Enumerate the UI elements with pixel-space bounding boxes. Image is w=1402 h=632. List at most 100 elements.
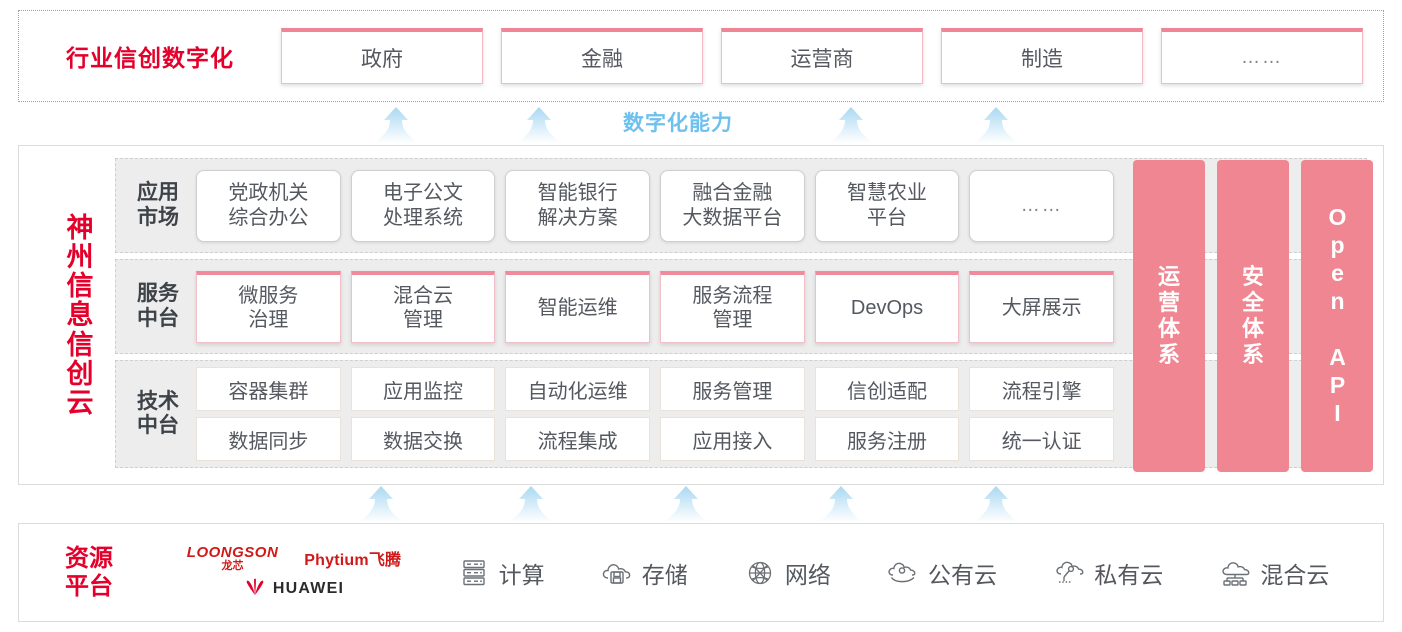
- capability-arrow-gap: 数字化能力: [18, 103, 1384, 143]
- card-line: 解决方案: [537, 206, 618, 229]
- card-line: 大数据平台: [682, 206, 783, 229]
- cloud-title-char: 云: [66, 387, 94, 418]
- card-line: 融合金融: [692, 182, 773, 205]
- private-cloud-icon: [1052, 556, 1086, 590]
- svc-card-large-screen-display[interactable]: 大屏展示: [969, 270, 1115, 343]
- pillar-label-open-api: Open API: [1324, 204, 1351, 428]
- huawei-flower-icon: [244, 578, 266, 601]
- pillar-open-api[interactable]: Open API: [1301, 160, 1373, 472]
- pillar-char: 全: [1241, 290, 1264, 316]
- resource-platform-title: 资源 平台: [19, 545, 159, 600]
- loongson-logo-text: LOONGSON: [186, 543, 279, 561]
- industry-card-government[interactable]: 政府: [281, 28, 483, 84]
- app-card-party-gov-office[interactable]: 党政机关综合办公: [196, 169, 341, 242]
- tech-card-service-registry[interactable]: 服务注册: [814, 417, 960, 461]
- tech-card-process-engine[interactable]: 流程引擎: [969, 367, 1115, 411]
- technical-platform-card-grid: 容器集群 应用监控 自动化运维 服务管理 信创适配 流程引擎 数据同步 数据交换…: [196, 361, 1366, 467]
- app-card-smart-agriculture-platform[interactable]: 智慧农业平台: [814, 169, 960, 242]
- tech-card-service-management[interactable]: 服务管理: [660, 367, 805, 411]
- vendor-logo-row-1: LOONGSON 龙芯 Phytium飞腾: [187, 545, 401, 572]
- resource-item-storage[interactable]: 存储: [600, 556, 688, 590]
- resource-item-private-cloud[interactable]: 私有云: [1052, 556, 1163, 590]
- card-line: 微服务: [238, 284, 299, 307]
- huawei-logo-text: HUAWEI: [272, 580, 345, 597]
- industry-card-finance[interactable]: 金融: [501, 28, 703, 84]
- svc-card-service-process-management[interactable]: 服务流程管理: [660, 270, 805, 343]
- resource-item-compute[interactable]: 计算: [457, 556, 545, 590]
- up-arrow-icon: [516, 107, 562, 143]
- up-arrow-icon: [358, 486, 404, 522]
- card-line: 管理: [712, 309, 753, 331]
- svc-card-microservice-governance[interactable]: 微服务治理: [196, 270, 341, 343]
- industry-card-more[interactable]: ……: [1161, 28, 1363, 84]
- tech-card-automated-ops[interactable]: 自动化运维: [505, 367, 651, 411]
- cloud-title-char: 息: [66, 300, 94, 331]
- resource-arrow-gap: [18, 486, 1384, 522]
- tech-card-data-sync[interactable]: 数据同步: [196, 417, 341, 461]
- pillar-char: 系: [1241, 341, 1264, 367]
- cloud-title-char: 神: [66, 212, 94, 243]
- app-card-more[interactable]: ……: [969, 169, 1115, 242]
- resource-item-network[interactable]: 网络: [743, 556, 831, 590]
- resource-item-label: 存储: [641, 561, 688, 588]
- pillar-label-operations: 运 营 体 系: [1158, 264, 1180, 368]
- resource-platform-panel: 资源 平台 LOONGSON 龙芯 Phytium飞腾 HUAWEI: [18, 523, 1384, 622]
- up-arrow-icon: [818, 486, 864, 522]
- technical-platform-row-1: 容器集群 应用监控 自动化运维 服务管理 信创适配 流程引擎: [196, 367, 1115, 411]
- industry-card-list: 政府 金融 运营商 制造 ……: [281, 28, 1383, 84]
- resource-title-line: 平台: [65, 572, 113, 600]
- pillar-char: 体: [1157, 316, 1180, 341]
- svc-card-intelligent-ops[interactable]: 智能运维: [505, 270, 651, 343]
- tech-card-app-monitoring[interactable]: 应用监控: [350, 367, 496, 411]
- app-card-smart-bank-solution[interactable]: 智能银行解决方案: [505, 169, 651, 242]
- card-line: 平台: [867, 206, 908, 229]
- vendor-logo-list: LOONGSON 龙芯 Phytium飞腾 HUAWEI: [159, 545, 429, 601]
- card-line: 治理: [248, 309, 289, 331]
- layer-label-technical-platform: 技术 中台: [120, 390, 196, 438]
- svc-card-devops[interactable]: DevOps: [814, 270, 960, 343]
- up-arrow-icon: [663, 486, 709, 522]
- tech-card-app-access[interactable]: 应用接入: [660, 417, 805, 461]
- layer-label-line: 市场: [137, 205, 179, 229]
- up-arrow-icon: [973, 107, 1019, 143]
- resource-item-label: 混合云: [1260, 561, 1330, 588]
- vendor-logo-row-2: HUAWEI: [244, 578, 344, 601]
- card-line: 电子公文: [383, 182, 463, 205]
- resource-item-hybrid-cloud[interactable]: 混合云: [1218, 556, 1329, 590]
- pillar-operations-system[interactable]: 运 营 体 系: [1133, 160, 1205, 472]
- app-card-finance-bigdata-platform[interactable]: 融合金融大数据平台: [660, 169, 805, 242]
- cloud-title-char: 信: [66, 271, 94, 302]
- pillar-char: 安: [1241, 264, 1264, 290]
- card-line: 管理: [403, 309, 443, 331]
- cloud-title-char: 创: [66, 358, 94, 389]
- phytium-logo: Phytium飞腾: [304, 552, 402, 569]
- layer-label-line: 中台: [137, 306, 179, 330]
- tech-card-unified-auth[interactable]: 统一认证: [969, 417, 1115, 461]
- industry-card-telecom[interactable]: 运营商: [721, 28, 923, 84]
- resource-item-label: 私有云: [1094, 561, 1164, 588]
- resource-item-public-cloud[interactable]: 公有云: [886, 556, 997, 590]
- pillar-security-system[interactable]: 安 全 体 系: [1217, 160, 1289, 472]
- public-cloud-icon: [886, 556, 920, 590]
- tech-card-container-cluster[interactable]: 容器集群: [196, 367, 341, 411]
- loongson-logo-cn: 龙芯: [221, 559, 244, 572]
- cloud-pillar-list: 运 营 体 系 安 全 体 系 Open API: [1133, 160, 1373, 472]
- resource-title-line: 资源: [65, 544, 113, 572]
- tech-card-xinchuang-adaptation[interactable]: 信创适配: [814, 367, 960, 411]
- svc-card-hybrid-cloud-management[interactable]: 混合云管理: [350, 270, 496, 343]
- app-market-card-list: 党政机关综合办公 电子公文处理系统 智能银行解决方案 融合金融大数据平台 智慧农…: [196, 159, 1366, 252]
- up-arrow-icon: [373, 107, 419, 143]
- card-line: 智能银行: [537, 182, 618, 205]
- tech-card-process-integration[interactable]: 流程集成: [505, 417, 651, 461]
- card-line: 处理系统: [383, 206, 463, 229]
- card-line: 智慧农业: [847, 182, 928, 205]
- tech-card-data-exchange[interactable]: 数据交换: [350, 417, 496, 461]
- pillar-char: 运: [1157, 264, 1180, 290]
- cloud-title-char: 信: [66, 329, 94, 360]
- card-line: 综合办公: [228, 206, 309, 229]
- up-arrow-icon: [508, 486, 554, 522]
- pillar-char: 系: [1157, 341, 1180, 367]
- resource-item-label: 公有云: [928, 561, 998, 588]
- app-card-e-document-system[interactable]: 电子公文处理系统: [350, 169, 496, 242]
- industry-card-manufacturing[interactable]: 制造: [941, 28, 1143, 84]
